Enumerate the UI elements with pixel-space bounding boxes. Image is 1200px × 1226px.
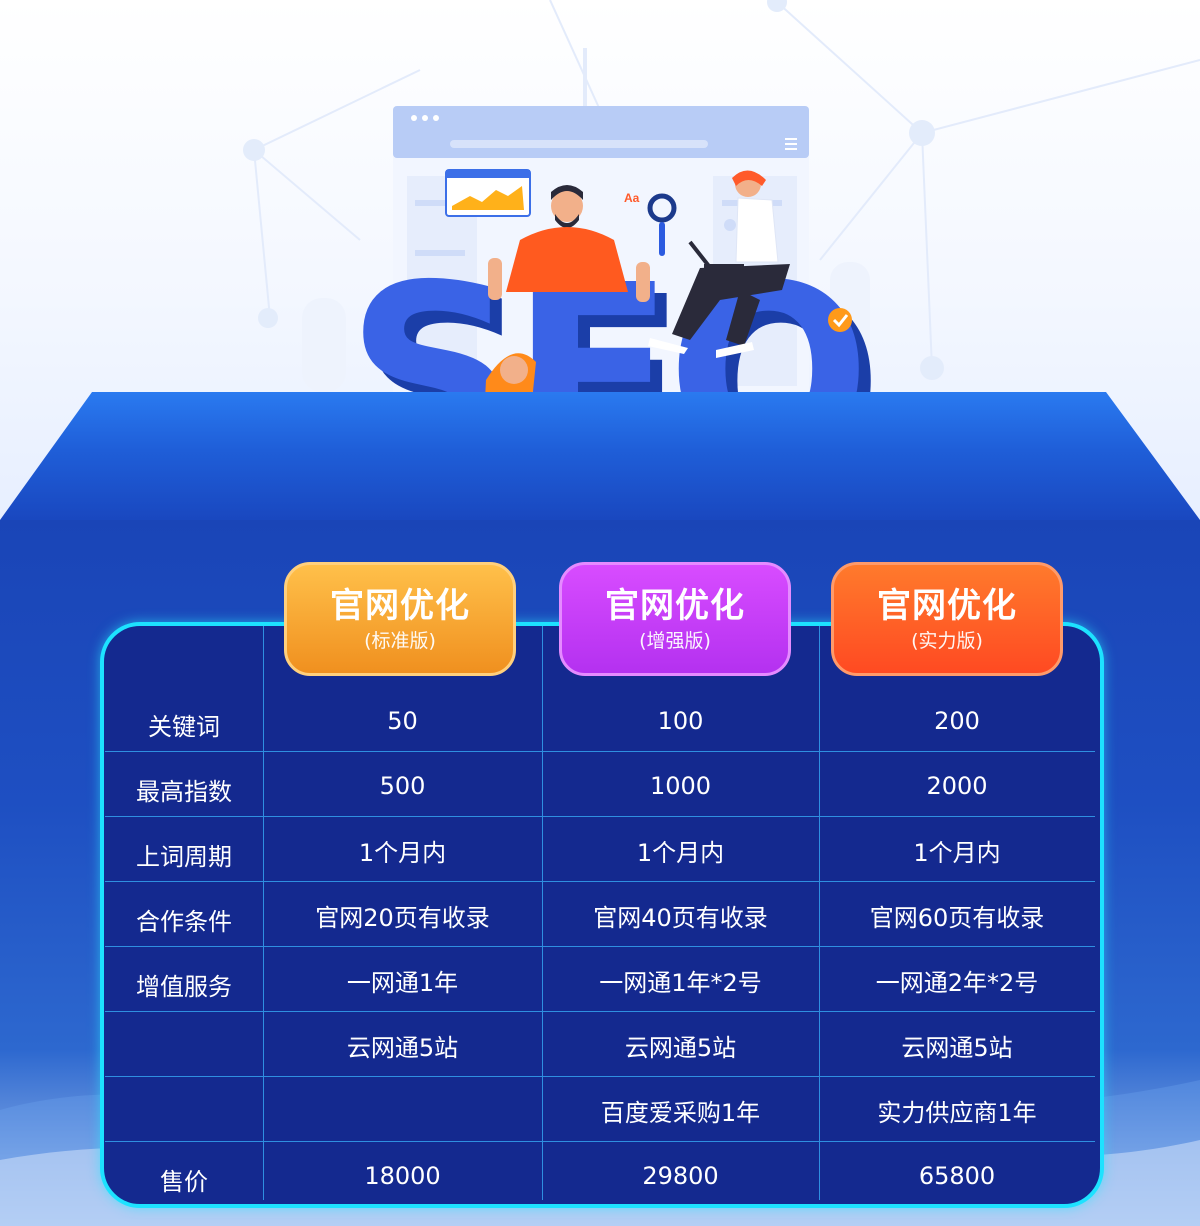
row-label: 增值服务 — [136, 973, 232, 1001]
man-figure — [488, 185, 650, 302]
cell-standard: 500 — [379, 771, 426, 800]
cell-enhanced: 官网40页有收录 — [593, 904, 768, 932]
cell-power: 200 — [934, 706, 980, 735]
price-power: 65800 — [918, 1161, 996, 1190]
plan-title: 官网优化 — [877, 586, 1017, 626]
row-divider — [105, 816, 1095, 817]
cell-standard: 一网通1年 — [346, 969, 459, 997]
row-label: 关键词 — [148, 713, 220, 741]
price-standard: 18000 — [364, 1161, 441, 1190]
cell-enhanced: 云网通5站 — [624, 1034, 737, 1062]
cell-power: 官网60页有收录 — [869, 904, 1045, 932]
cell-power: 一网通2年*2号 — [875, 969, 1039, 997]
stage-top — [0, 392, 1200, 520]
plan-subtitle: (增强版) — [639, 630, 711, 652]
row-label: 最高指数 — [136, 778, 232, 806]
network-nodes — [243, 0, 944, 380]
cell-enhanced: 一网通1年*2号 — [599, 969, 762, 997]
row-divider — [105, 946, 1095, 947]
row-divider — [105, 1141, 1095, 1142]
pricing-table-frame — [100, 622, 1104, 1208]
table-row-price: 售价 18000 29800 65800 — [105, 1143, 1095, 1200]
check-badge-icon — [828, 308, 852, 332]
row-divider — [105, 1011, 1095, 1012]
table-row-value-added: 增值服务 一网通1年 一网通1年*2号 一网通2年*2号 — [105, 948, 1095, 1013]
column-divider — [263, 626, 264, 1200]
price-enhanced: 29800 — [642, 1161, 719, 1190]
plan-tab-power[interactable]: 官网优化 (实力版) — [831, 562, 1063, 676]
column-divider — [542, 626, 543, 1200]
cell-enhanced: 百度爱采购1年 — [600, 1099, 761, 1127]
table-row-value-added-3: 百度爱采购1年 实力供应商1年 — [105, 1078, 1095, 1143]
pricing-table: 关键词 50 100 200 最高指数 500 1000 2000 上词周期 1… — [105, 626, 1095, 1200]
seo-illustration: Aa SEO SEO — [243, 0, 1200, 520]
row-divider — [105, 751, 1095, 752]
cell-power: 2000 — [926, 771, 988, 800]
cell-standard: 官网20页有收录 — [315, 904, 490, 932]
column-divider — [819, 626, 820, 1200]
row-label: 售价 — [160, 1168, 208, 1196]
table-row-conditions: 合作条件 官网20页有收录 官网40页有收录 官网60页有收录 — [105, 883, 1095, 948]
plan-tab-standard[interactable]: 官网优化 (标准版) — [284, 562, 516, 676]
row-label: 合作条件 — [136, 908, 232, 936]
aa-label: Aa — [624, 191, 640, 205]
menu-icon — [785, 138, 797, 150]
cell-power: 1个月内 — [913, 839, 1001, 867]
chart-card — [445, 169, 531, 217]
cell-standard: 云网通5站 — [346, 1034, 459, 1062]
row-divider — [105, 881, 1095, 882]
table-row-max-index: 最高指数 500 1000 2000 — [105, 753, 1095, 818]
magnifier-icon — [647, 193, 677, 256]
row-label — [105, 1013, 263, 1078]
plan-subtitle: (实力版) — [911, 630, 983, 652]
table-row-ranking-period: 上词周期 1个月内 1个月内 1个月内 — [105, 818, 1095, 883]
cell-standard — [263, 1078, 542, 1143]
row-divider — [105, 1076, 1095, 1077]
row-label — [105, 1078, 263, 1143]
network-lines — [253, 0, 1200, 369]
row-label: 上词周期 — [136, 843, 232, 871]
cell-enhanced: 1000 — [649, 771, 712, 800]
laptop-man-figure — [648, 170, 790, 358]
cell-standard: 1个月内 — [358, 839, 447, 867]
plan-subtitle: (标准版) — [364, 630, 436, 652]
cell-enhanced: 100 — [657, 706, 704, 735]
table-row-value-added-2: 云网通5站 云网通5站 云网通5站 — [105, 1013, 1095, 1078]
cell-enhanced: 1个月内 — [636, 839, 725, 867]
plan-title: 官网优化 — [605, 586, 745, 626]
plan-title: 官网优化 — [330, 586, 470, 626]
cell-power: 实力供应商1年 — [877, 1099, 1037, 1127]
cell-standard: 50 — [387, 706, 418, 735]
cell-power: 云网通5站 — [901, 1034, 1013, 1062]
plan-tab-enhanced[interactable]: 官网优化 (增强版) — [559, 562, 791, 676]
table-row-keywords: 关键词 50 100 200 — [105, 688, 1095, 753]
hero-illustration: Aa SEO SEO — [0, 0, 1200, 520]
